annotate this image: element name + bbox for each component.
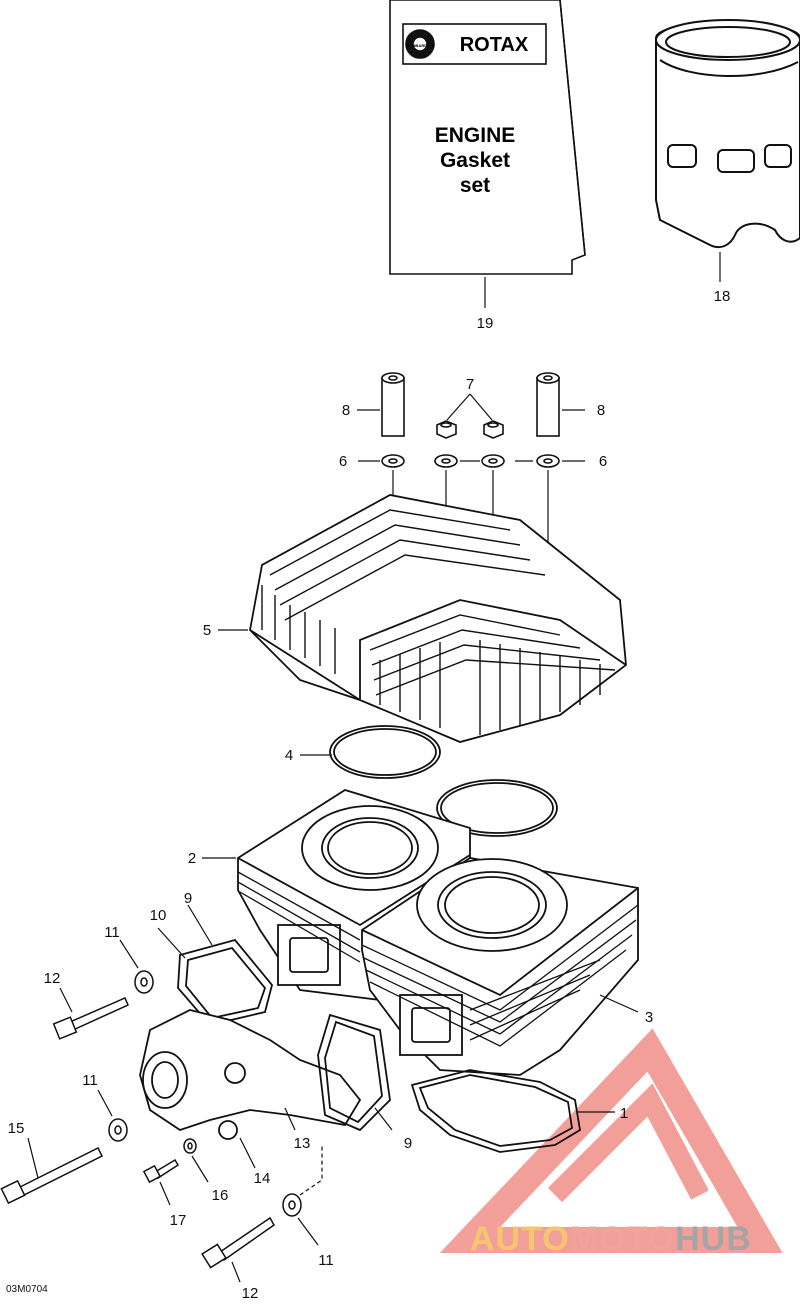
callout-8-right: 8 xyxy=(597,402,605,419)
gasket-set-box xyxy=(389,0,586,275)
intake-gasket-front xyxy=(317,1013,391,1132)
callout-1: 1 xyxy=(620,1105,628,1122)
manifold xyxy=(139,1009,362,1140)
callout-9-top: 9 xyxy=(184,890,192,907)
callout-12-top: 12 xyxy=(44,970,61,987)
cylinder-right xyxy=(361,857,639,1076)
callout-18: 18 xyxy=(714,288,731,305)
cylinder-right-fins xyxy=(361,904,639,1047)
screw-15 xyxy=(0,1146,104,1205)
base-gasket xyxy=(410,1069,581,1153)
nut-right xyxy=(483,420,504,439)
callout-4: 4 xyxy=(285,747,293,764)
callout-3: 3 xyxy=(645,1009,653,1026)
cylinder-head-fins xyxy=(261,509,616,735)
callout-10: 10 xyxy=(150,907,167,924)
watermark-text: AUTOMOTOHUB xyxy=(470,1220,752,1259)
callout-19: 19 xyxy=(477,315,494,332)
screw-12-bottom xyxy=(201,1216,275,1269)
callout-8-left: 8 xyxy=(342,402,350,419)
intake-gasket-rear xyxy=(177,938,273,1027)
washer-11-top xyxy=(134,970,154,994)
callout-11-bottom: 11 xyxy=(318,1252,334,1269)
callout-5: 5 xyxy=(203,622,211,639)
kit-title-line3: set xyxy=(460,174,490,197)
watermark-part-hub: HUB xyxy=(675,1220,752,1258)
washer-16 xyxy=(183,1138,197,1154)
washer-11-mid xyxy=(108,1118,128,1142)
callout-7: 7 xyxy=(466,376,474,393)
watermark-logo xyxy=(439,1028,783,1253)
callout-17: 17 xyxy=(170,1212,187,1229)
washer-11-bottom xyxy=(282,1193,302,1217)
washers xyxy=(381,454,560,468)
kit-brand: ROTAX xyxy=(460,34,529,56)
callout-11-top: 11 xyxy=(104,924,120,941)
screw-12-top xyxy=(52,997,129,1040)
stud-spacer-right xyxy=(536,372,560,437)
stud-spacer-left xyxy=(381,372,405,437)
kit-title-line2: Gasket xyxy=(440,149,510,172)
nut-left xyxy=(436,420,457,439)
callout-16: 16 xyxy=(212,1187,229,1204)
callout-6-left: 6 xyxy=(339,453,347,470)
callout-12-bottom: 12 xyxy=(242,1285,259,1302)
callout-15: 15 xyxy=(8,1120,25,1137)
callout-13: 13 xyxy=(294,1135,311,1152)
callout-11-mid: 11 xyxy=(82,1072,98,1089)
callout-14: 14 xyxy=(254,1170,271,1187)
kit-brand-small: BOMBARDIER xyxy=(406,43,434,48)
head-gaskets xyxy=(329,725,558,837)
watermark-part-auto: AUTO xyxy=(470,1220,570,1258)
screw-17 xyxy=(142,1158,180,1184)
cylinder-left-fins xyxy=(237,871,361,963)
watermark-part-moto: MOTO xyxy=(569,1220,676,1258)
callout-2: 2 xyxy=(188,850,196,867)
cylinder-left xyxy=(237,789,471,1002)
kit-title-line1: ENGINE xyxy=(435,124,516,147)
figure-code: 03M0704 xyxy=(6,1284,48,1295)
callout-6-right: 6 xyxy=(599,453,607,470)
cylinder-sleeve xyxy=(655,19,800,249)
callout-9-bottom: 9 xyxy=(404,1135,412,1152)
